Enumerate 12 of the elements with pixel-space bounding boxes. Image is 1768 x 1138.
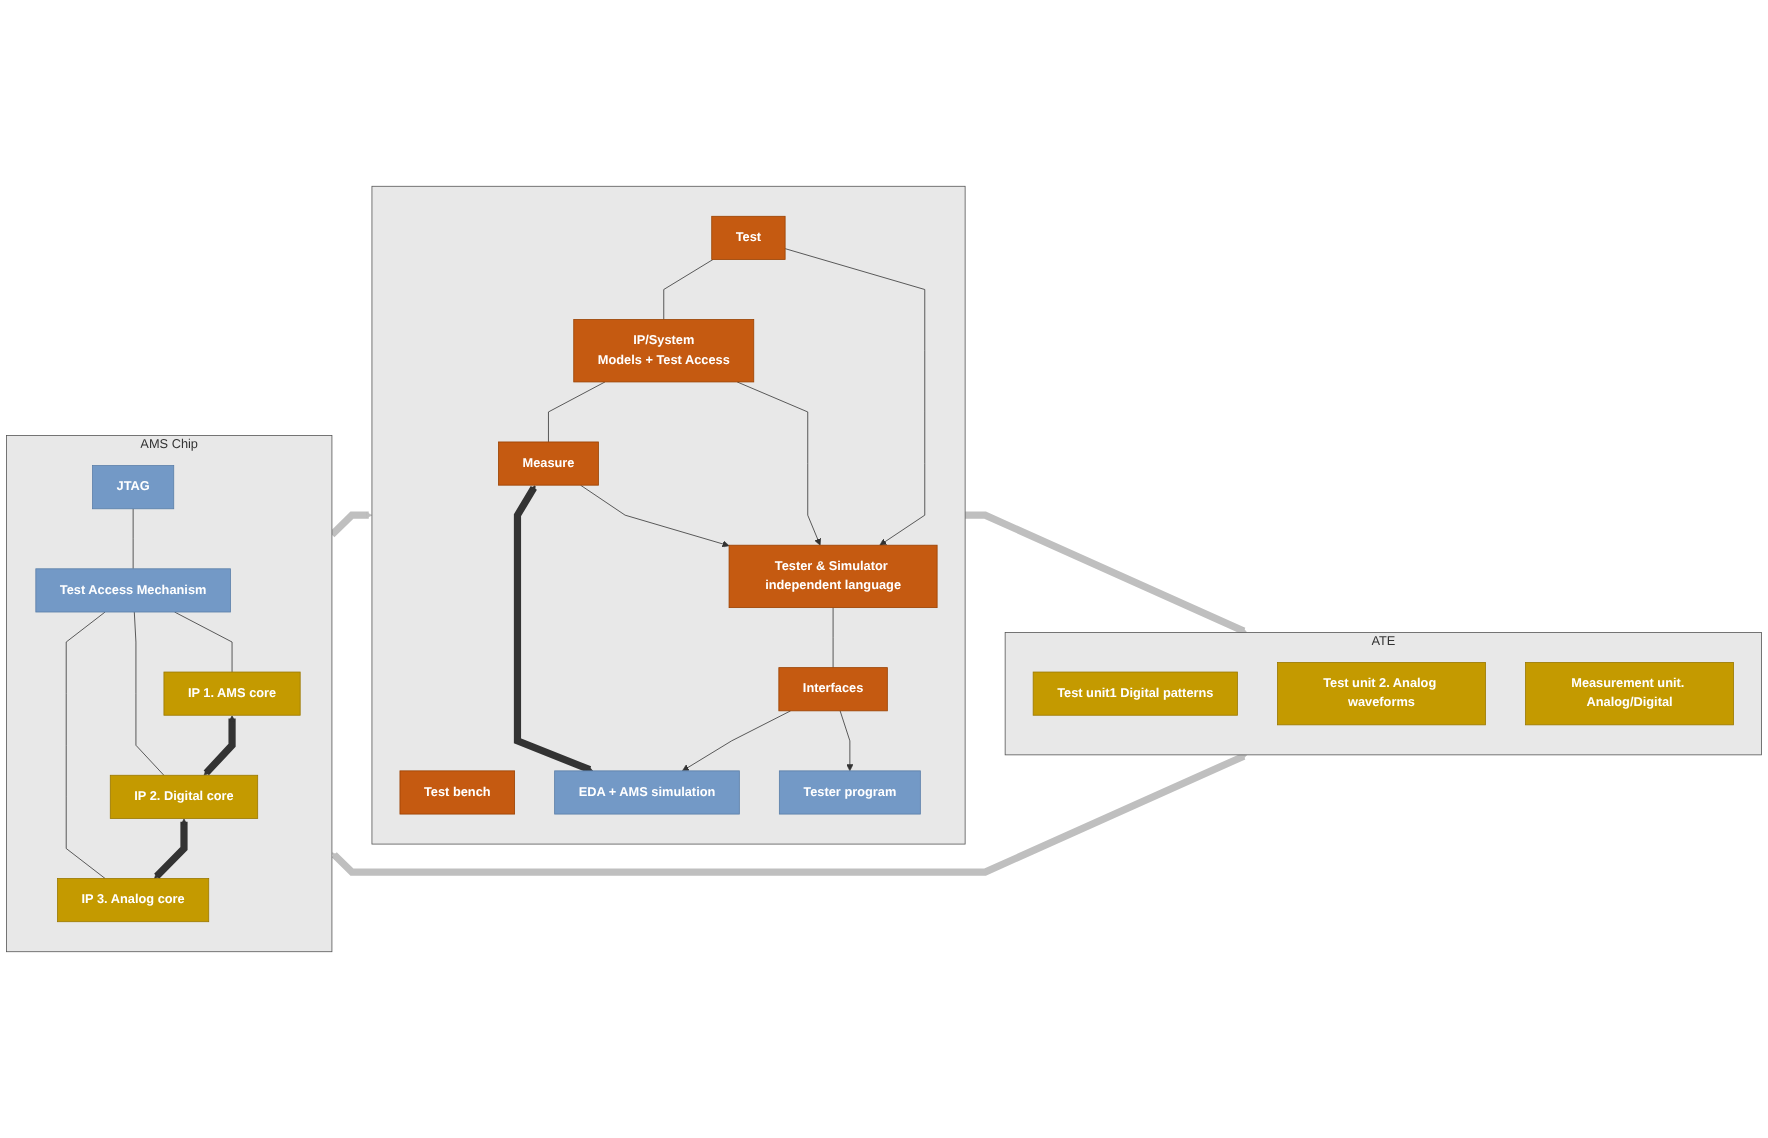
arrow [203, 715, 236, 776]
arrow [329, 511, 373, 538]
arrow [154, 818, 188, 879]
connector [133, 611, 165, 776]
arrow [331, 752, 1248, 876]
connector [663, 259, 714, 320]
connector [174, 611, 233, 673]
arrow [513, 485, 594, 774]
arrow [965, 511, 1248, 635]
connector [65, 611, 106, 879]
connector [548, 381, 606, 443]
cluster [371, 185, 966, 845]
